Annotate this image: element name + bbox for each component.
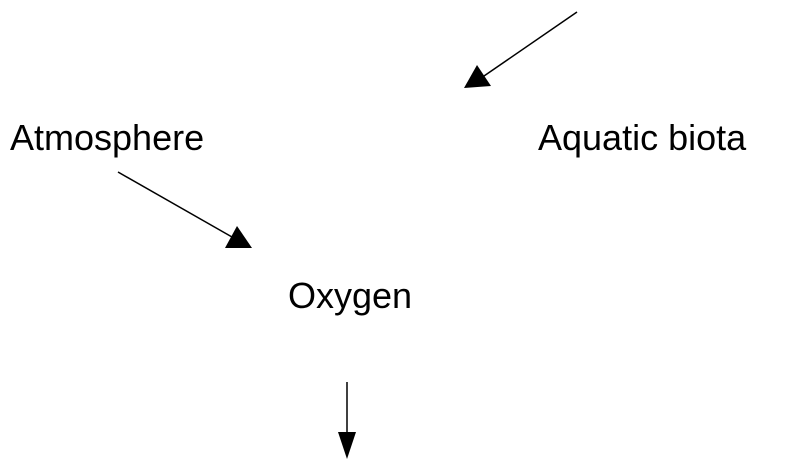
node-atmosphere-label: Atmosphere: [10, 117, 204, 158]
node-oxygen-label: Oxygen: [288, 275, 412, 316]
arrow-oxygen-down-head: [338, 432, 356, 459]
arrow-atmosphere-to-oxygen-line: [117, 171, 233, 238]
arrow-oxygen-down: [338, 382, 356, 459]
arrow-atmosphere-to-oxygen: [117, 171, 252, 248]
arrow-top-right: [464, 11, 578, 88]
node-aquatic-biota-label: Aquatic biota: [538, 117, 747, 158]
arrow-atmosphere-to-oxygen-head: [225, 226, 252, 248]
arrow-top-right-line: [483, 11, 578, 77]
arrow-top-right-head: [464, 65, 491, 88]
